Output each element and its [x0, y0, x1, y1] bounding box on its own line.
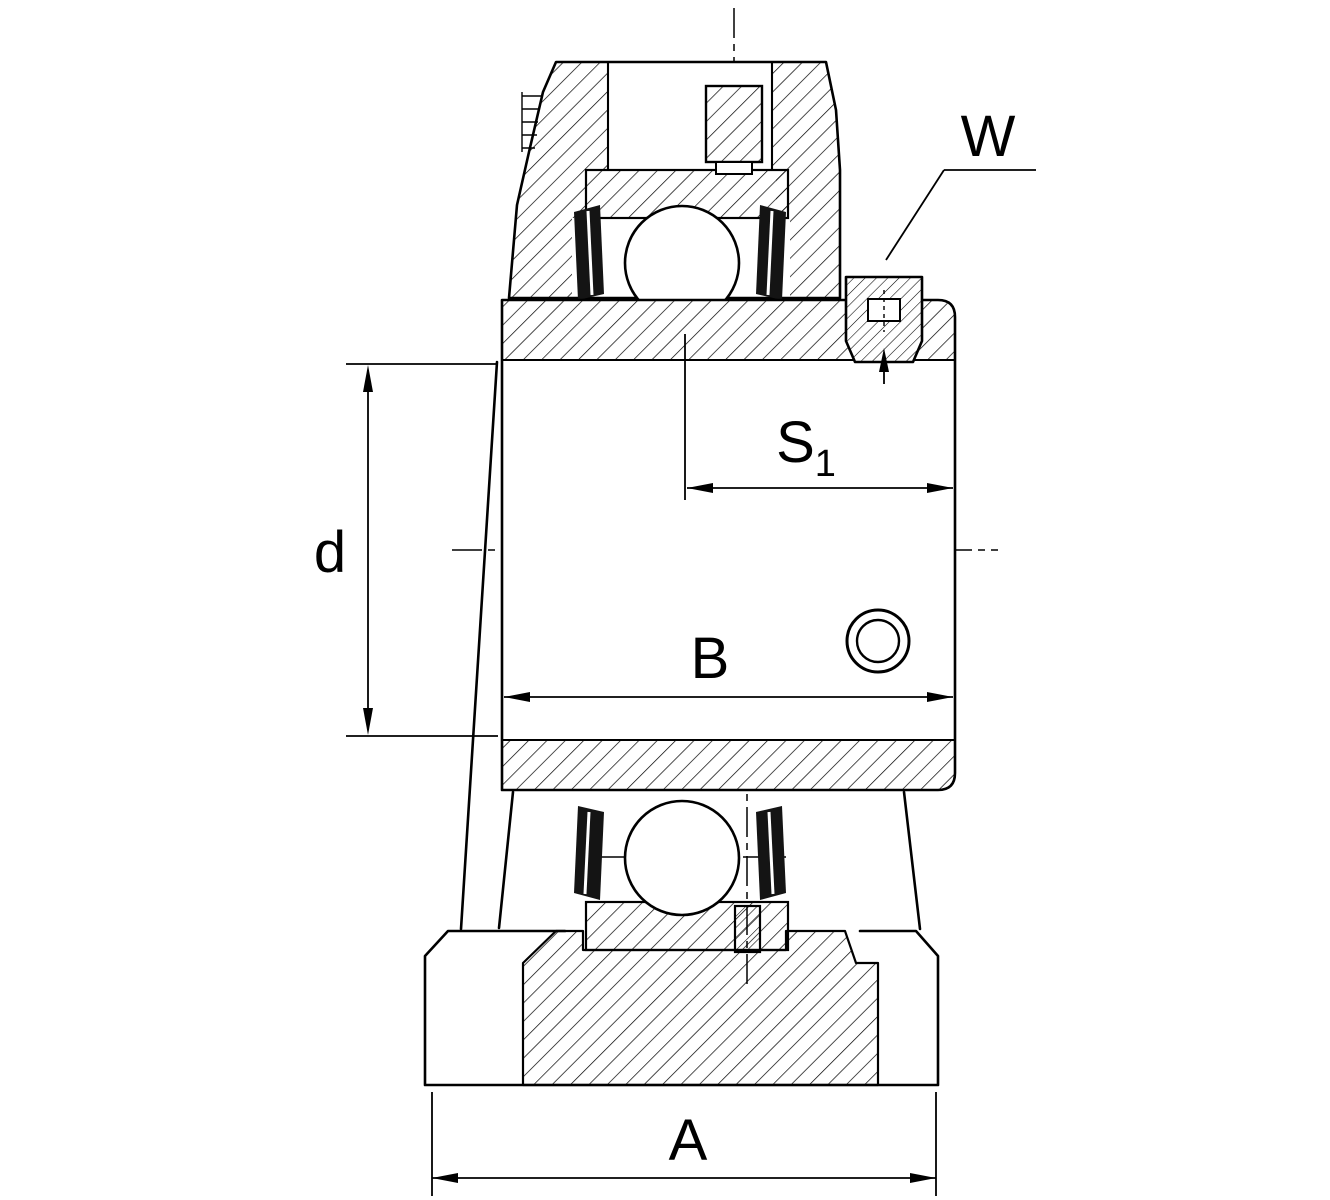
housing-base [423, 929, 940, 1087]
dimension-b-label: B [691, 626, 730, 691]
dimension-a: A [431, 1092, 937, 1196]
dimension-d: d [314, 363, 498, 737]
dimension-a-label: A [669, 1108, 708, 1173]
seal-top-left [574, 205, 604, 300]
housing-side-walls [459, 360, 922, 931]
ball-bottom [623, 799, 741, 917]
lube-hole [845, 608, 911, 674]
seal-bottom-right [756, 806, 786, 900]
dimension-d-label: d [314, 520, 346, 585]
seal-top-right [756, 205, 786, 300]
shaft-sleeve [500, 298, 957, 792]
thread-serration [521, 92, 541, 152]
dimension-b: B [504, 626, 953, 702]
dimension-w-label: W [961, 104, 1016, 169]
label-w: W [885, 104, 1036, 261]
dimension-s1: S1 [684, 334, 953, 500]
set-screw [844, 275, 924, 384]
grease-plug-bottom [733, 904, 762, 954]
seal-bottom-left [574, 806, 604, 900]
grease-plug-top [704, 84, 764, 175]
dimension-s1-label: S1 [776, 410, 836, 485]
